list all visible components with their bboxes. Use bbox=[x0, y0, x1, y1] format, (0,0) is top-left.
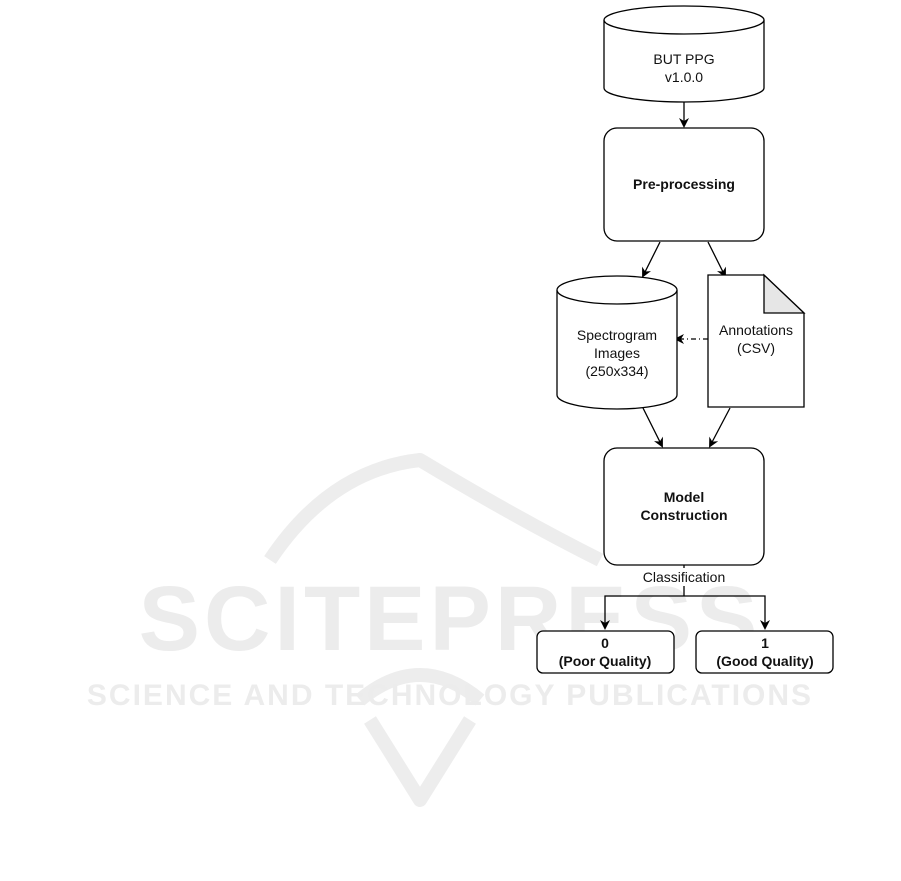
node-annotations: Annotations (CSV) bbox=[708, 275, 804, 407]
edge-annotations-to-model bbox=[710, 408, 730, 446]
node-spectrogram: Spectrogram Images (250x334) bbox=[557, 276, 677, 409]
poor-quality-class-id: 0 bbox=[601, 635, 609, 651]
spectrogram-label-line1: Spectrogram bbox=[577, 327, 657, 343]
dataset-cylinder-top bbox=[604, 6, 764, 34]
watermark-tagline: SCIENCE AND TECHNOLOGY PUBLICATIONS bbox=[87, 679, 813, 712]
node-dataset: BUT PPG v1.0.0 bbox=[604, 6, 764, 102]
preprocessing-label: Pre-processing bbox=[633, 176, 735, 192]
node-poor-quality: 0 (Poor Quality) bbox=[537, 631, 674, 673]
node-preprocessing: Pre-processing bbox=[604, 128, 764, 241]
node-good-quality: 1 (Good Quality) bbox=[696, 631, 833, 673]
dataset-label-line1: BUT PPG bbox=[653, 51, 714, 67]
classification-edge-label: Classification bbox=[643, 569, 725, 585]
spectrogram-label-line2: Images bbox=[594, 345, 640, 361]
good-quality-label: (Good Quality) bbox=[716, 653, 813, 669]
edge-preprocessing-to-annotations bbox=[708, 242, 725, 276]
model-label-line2: Construction bbox=[640, 507, 727, 523]
spectrogram-cylinder-top bbox=[557, 276, 677, 304]
good-quality-class-id: 1 bbox=[761, 635, 769, 651]
dataset-label-line2: v1.0.0 bbox=[665, 69, 703, 85]
edge-label-group: Classification bbox=[634, 568, 734, 586]
annotations-document-fold bbox=[764, 275, 804, 313]
annotations-label-line1: Annotations bbox=[719, 322, 793, 338]
spectrogram-label-line3: (250x334) bbox=[585, 363, 648, 379]
node-model: Model Construction bbox=[604, 448, 764, 565]
model-label-line1: Model bbox=[664, 489, 704, 505]
edge-spectrogram-to-model bbox=[643, 408, 662, 446]
annotations-label-line2: (CSV) bbox=[737, 340, 775, 356]
poor-quality-label: (Poor Quality) bbox=[559, 653, 652, 669]
edge-preprocessing-to-spectrogram bbox=[643, 242, 660, 276]
